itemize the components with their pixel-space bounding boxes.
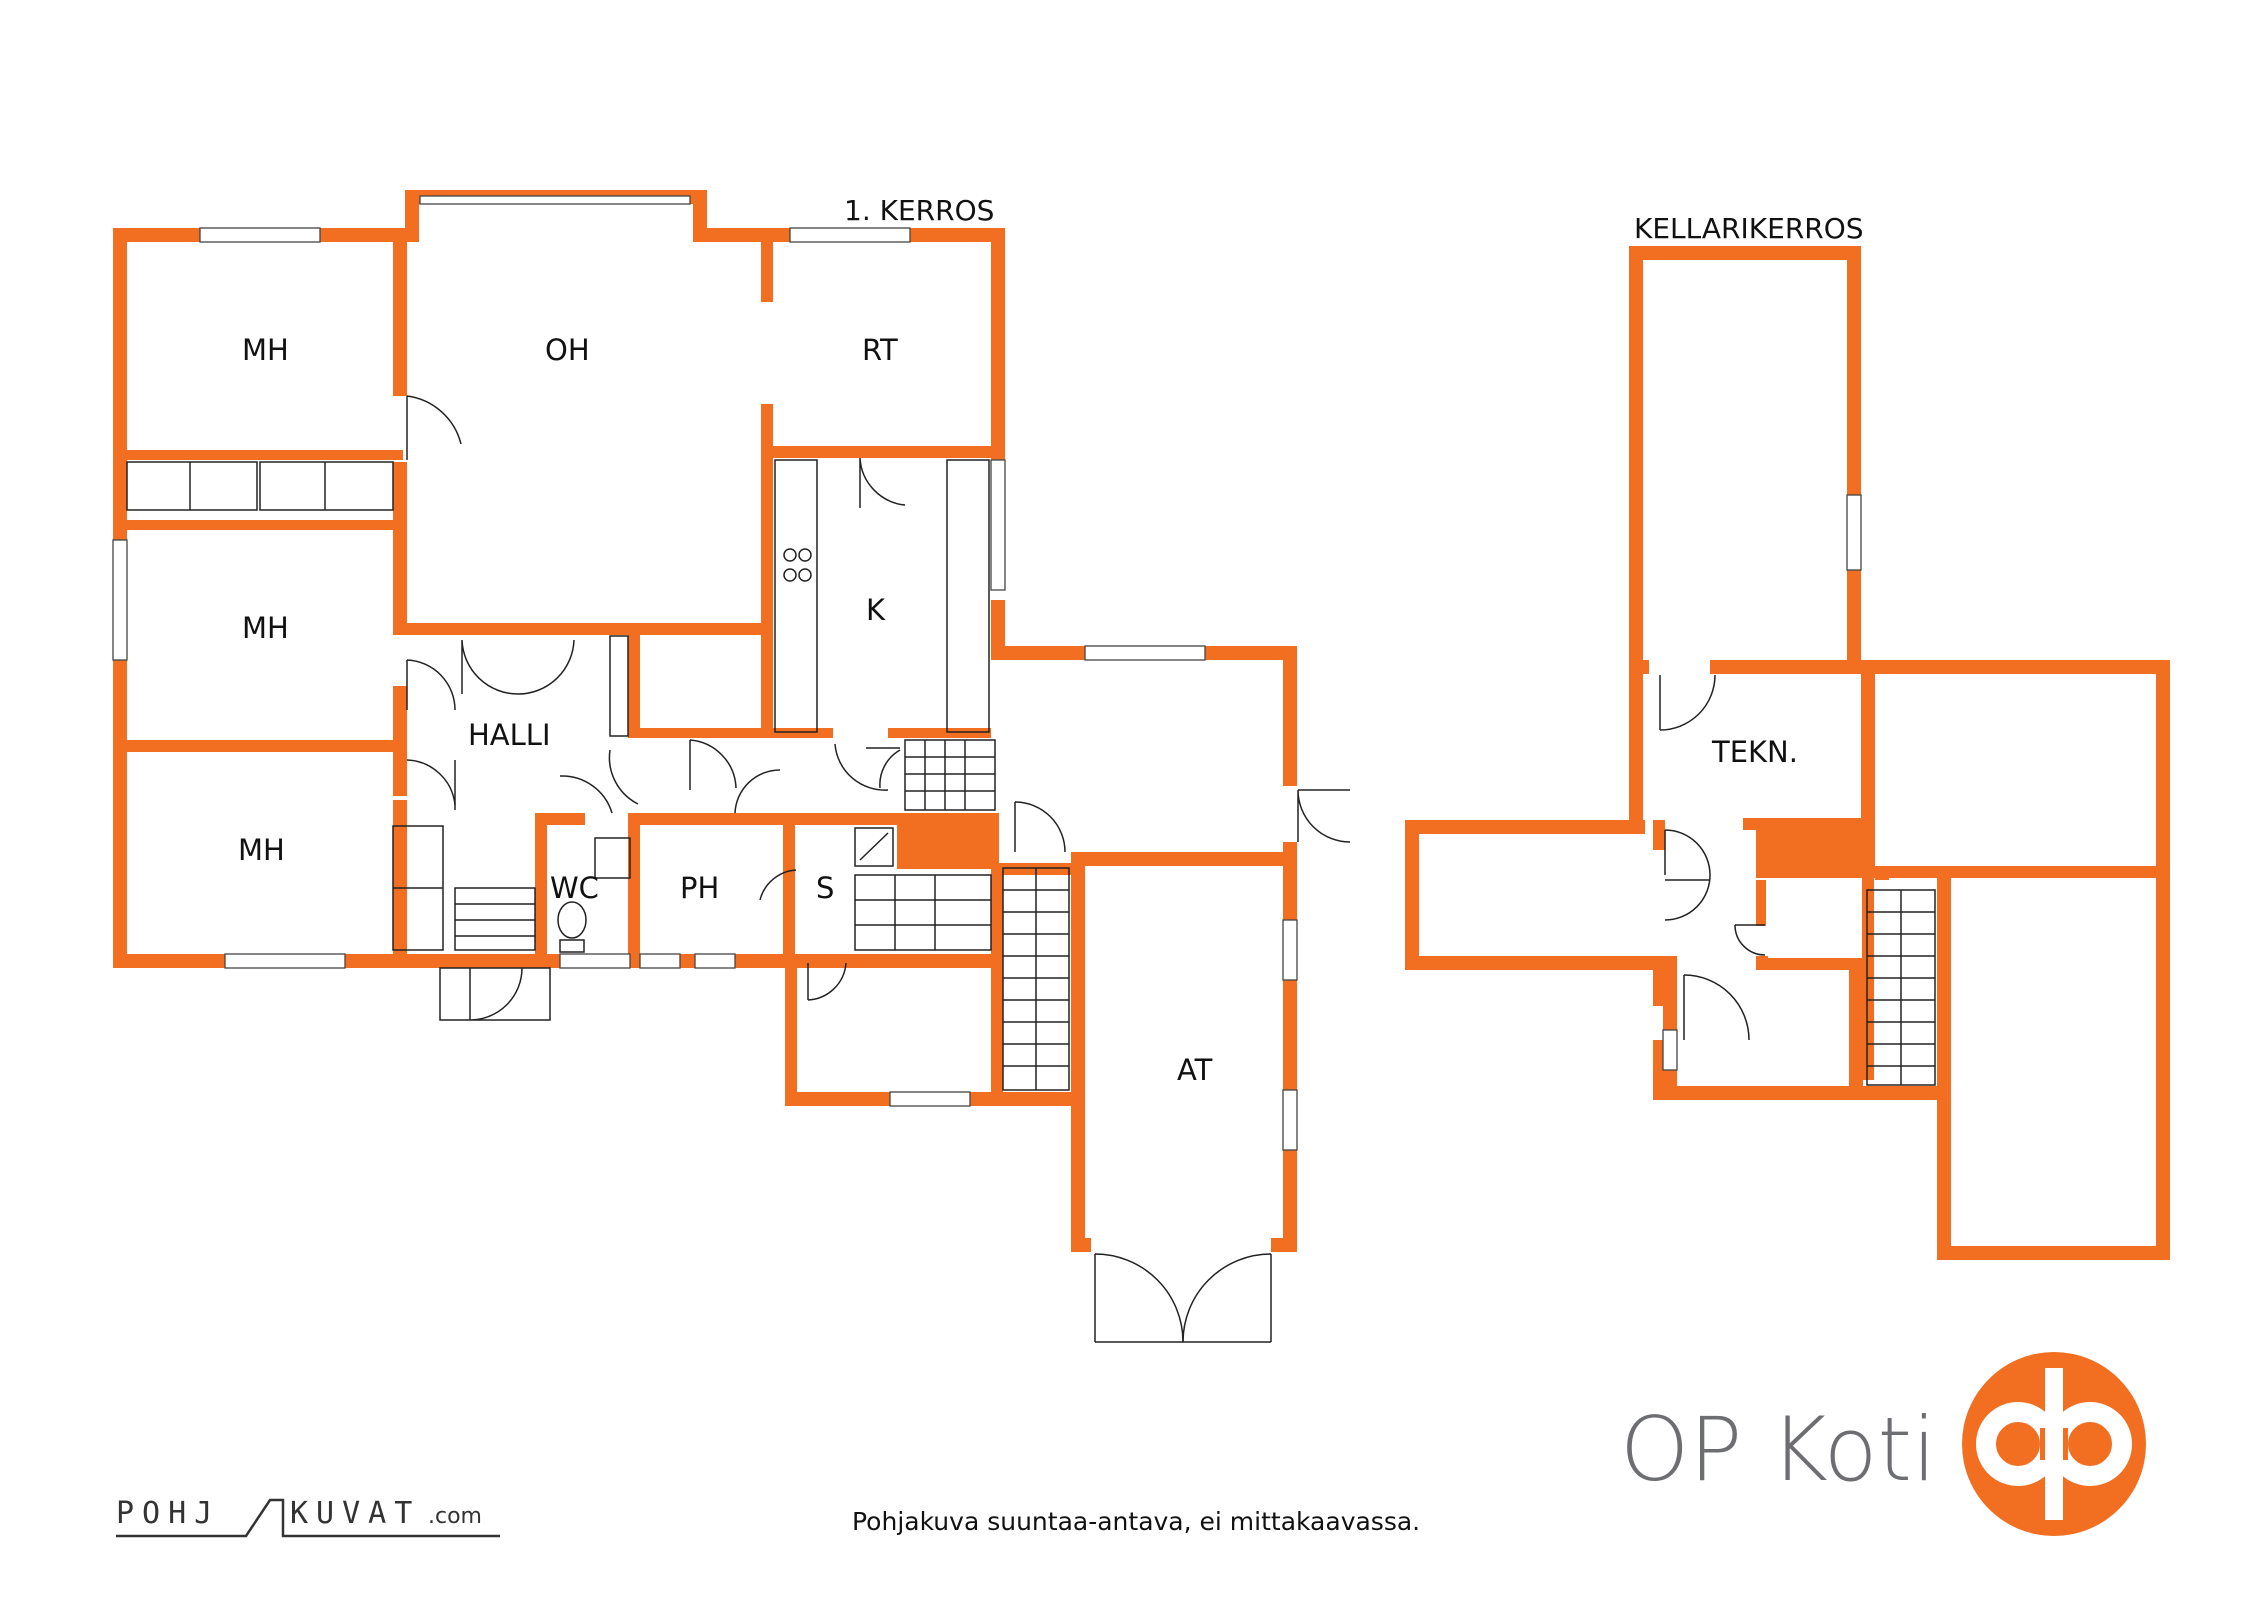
room-label-at: AT xyxy=(1177,1053,1213,1087)
room-label-halli: HALLI xyxy=(468,718,551,752)
room-label-rt: RT xyxy=(862,333,898,367)
basement-doors xyxy=(1659,674,1766,1041)
footer: POHJ KUVAT .com Pohjakuva suuntaa-antava… xyxy=(116,1352,2146,1538)
basement-windows xyxy=(1662,494,1862,1071)
brand-name: OP Koti xyxy=(1620,1398,1936,1501)
room-label-ph: PH xyxy=(680,871,719,905)
ground-floor-doors xyxy=(406,395,1351,1343)
basement-walls xyxy=(1405,246,2170,1260)
room-label-s: S xyxy=(816,871,834,905)
room-label-tekn: TEKN. xyxy=(1711,735,1798,769)
basement-fixtures xyxy=(1866,889,1936,1086)
watermark-right-text: KUVAT xyxy=(290,1496,420,1531)
ground-floor-fixtures xyxy=(126,459,1070,1091)
ground-floor-plan: MH OH RT MH K HALLI MH WC PH S AT 1. KER… xyxy=(112,190,1351,1343)
floor-title-basement: KELLARIKERROS xyxy=(1634,212,1864,245)
disclaimer-text: Pohjakuva suuntaa-antava, ei mittakaavas… xyxy=(852,1507,1420,1536)
watermark-suffix-text: .com xyxy=(428,1504,482,1529)
room-label-mh-3: MH xyxy=(238,833,285,867)
room-label-wc: WC xyxy=(550,871,599,905)
ground-floor-walls xyxy=(113,190,1297,1252)
basement-floor-plan: TEKN. KELLARIKERROS xyxy=(1405,212,2170,1260)
floor-title-first: 1. KERROS xyxy=(844,194,994,227)
room-label-oh: OH xyxy=(545,333,590,367)
ground-floor-windows xyxy=(112,195,1298,1151)
room-label-mh-1: MH xyxy=(242,333,289,367)
op-logo-icon xyxy=(1962,1352,2146,1536)
room-label-k: K xyxy=(866,593,886,627)
watermark-left-text: POHJ xyxy=(116,1496,220,1531)
watermark-hook-icon xyxy=(116,1498,500,1538)
pohjakuvat-logo: POHJ KUVAT .com xyxy=(116,1496,500,1538)
room-label-mh-2: MH xyxy=(242,611,289,645)
